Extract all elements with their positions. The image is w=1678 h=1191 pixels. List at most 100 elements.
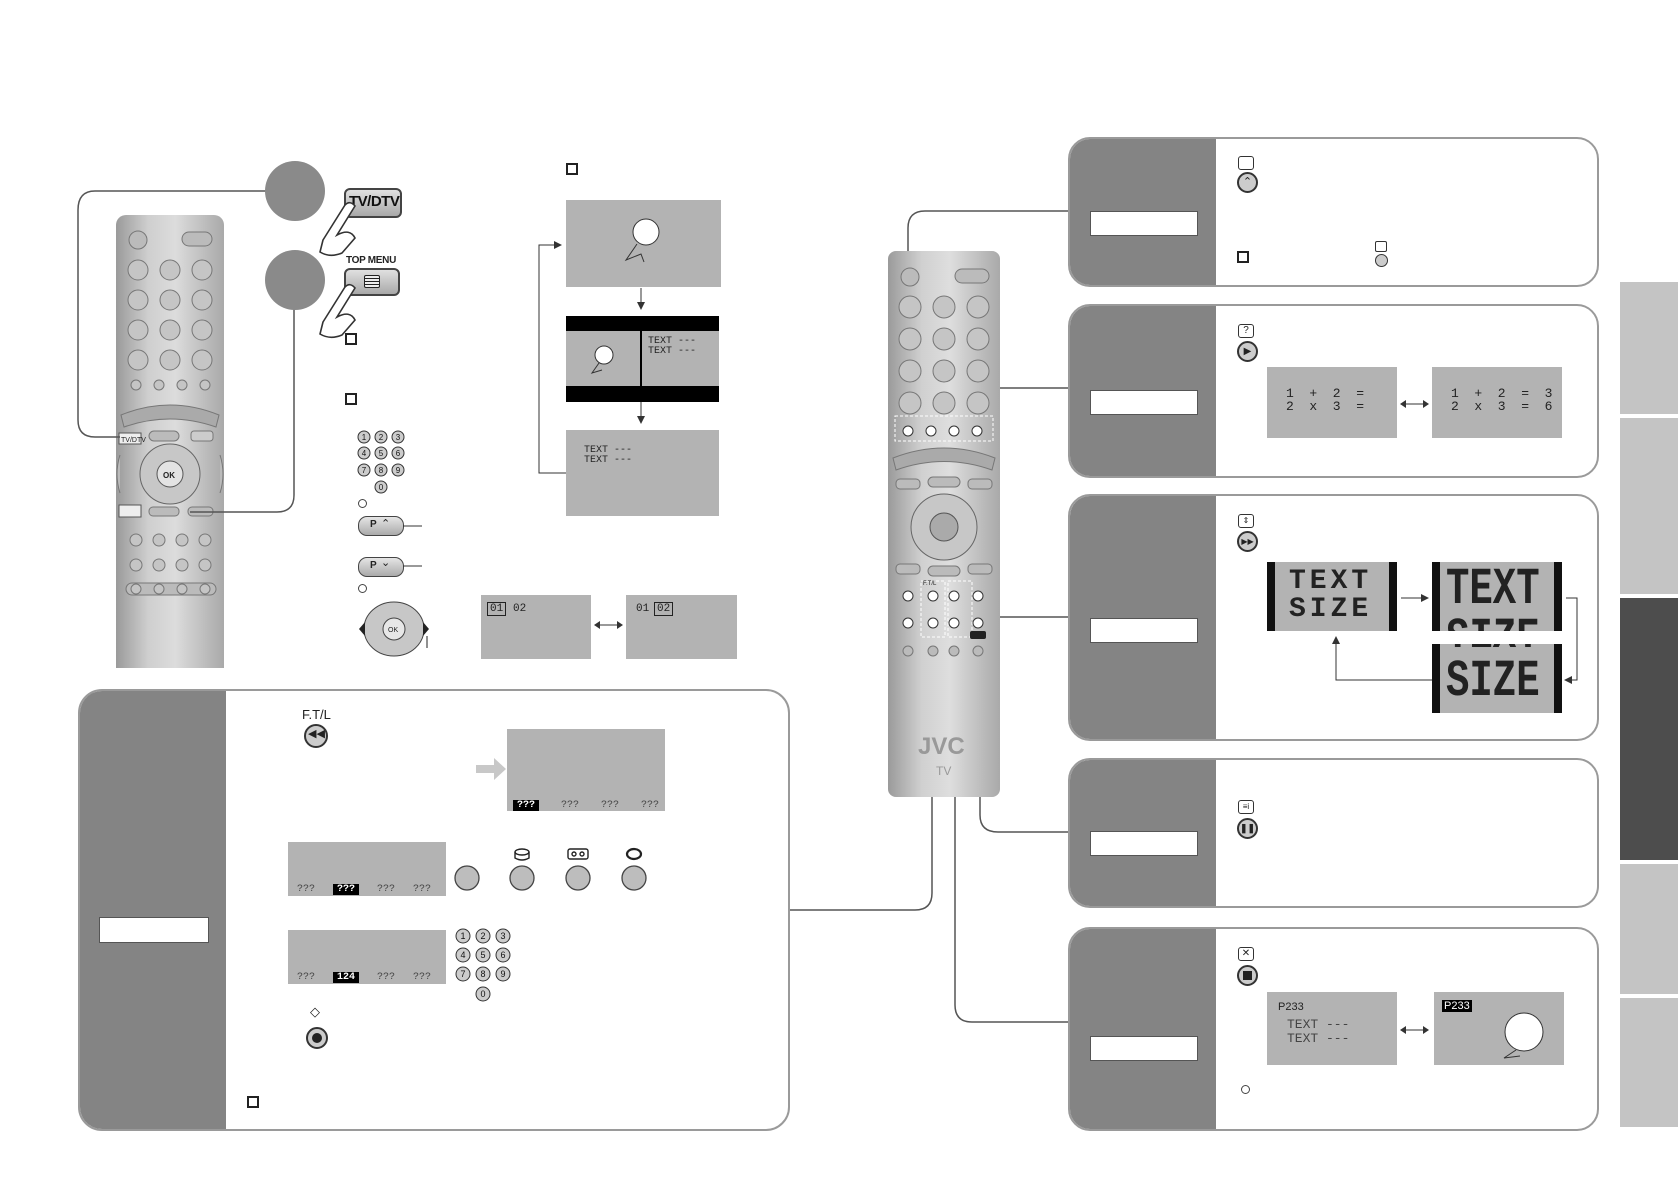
tab-label: ??? — [413, 884, 432, 895]
reveal-left-line2: 2 x 3 = — [1286, 399, 1365, 414]
tab-label: ??? — [297, 972, 316, 983]
size-top-half: TEXT — [1446, 562, 1540, 619]
stop-button-icon[interactable] — [1237, 965, 1258, 986]
subpage-icon: ≡i — [1238, 800, 1254, 814]
svg-text:9: 9 — [500, 969, 505, 979]
left-remote: TV/DTV OK — [116, 215, 224, 668]
cancel-text-line2: TEXT --- — [1287, 1031, 1350, 1046]
svg-text:5: 5 — [480, 950, 485, 960]
bullet-square — [345, 393, 357, 405]
svg-text:5: 5 — [379, 449, 384, 458]
svg-text:8: 8 — [480, 969, 485, 979]
top-menu-button[interactable] — [344, 268, 400, 296]
size-bottom-half: SIZE — [1446, 652, 1540, 711]
fast-forward-button-icon[interactable]: ▶▶ — [1237, 531, 1258, 552]
svg-text:4: 4 — [362, 449, 367, 458]
hold-panel — [1068, 137, 1599, 287]
page-num-selected: 01 — [487, 602, 507, 616]
split-text-line2: TEXT --- — [648, 346, 697, 357]
index-panel — [1068, 758, 1599, 908]
tab-label: 124 — [333, 972, 360, 983]
size-normal-line1: TEXT — [1289, 566, 1373, 597]
side-tab — [1620, 418, 1678, 594]
top-menu-label: TOP MENU — [346, 255, 397, 266]
p-up-button[interactable]: P ⌃ — [358, 516, 404, 536]
svg-text:9: 9 — [396, 466, 401, 475]
p-up-label: P — [370, 519, 377, 530]
picture-screen — [566, 200, 721, 287]
svg-text:7: 7 — [460, 969, 465, 979]
index-icon: ◇ — [310, 1004, 320, 1019]
tvdtv-button[interactable]: TV/DTV — [344, 188, 402, 218]
hold-small-icon — [1375, 241, 1388, 267]
hold-icon — [1238, 156, 1254, 170]
ftl-label: F.T/L — [302, 707, 331, 722]
ftl-panel-header — [80, 691, 226, 1129]
step-circle-2 — [265, 250, 325, 310]
svg-text:0: 0 — [379, 483, 384, 492]
page-up-button-icon[interactable]: ⌃ — [1237, 172, 1258, 193]
ftl-small-label: F.T/L — [923, 581, 937, 587]
split-text-line1: TEXT --- — [648, 336, 697, 347]
ftl-title-box — [99, 917, 209, 943]
page-box-a: 01 02 — [481, 595, 591, 659]
bullet-square — [345, 333, 357, 345]
side-tab — [1620, 998, 1678, 1127]
reveal-right-line2: 2 x 3 = 6 — [1451, 399, 1553, 414]
svg-text:3: 3 — [396, 433, 401, 442]
size-normal-line2: SIZE — [1289, 594, 1373, 625]
size-title-box — [1090, 618, 1198, 643]
p-down-button[interactable]: P ⌄ — [358, 557, 404, 577]
hold-title-box — [1090, 211, 1198, 236]
page-num-selected: 02 — [654, 602, 674, 616]
question-icon: ? — [1238, 324, 1254, 338]
tv-logo: TV — [936, 764, 951, 778]
bullet-square — [566, 163, 578, 175]
svg-text:0: 0 — [480, 989, 485, 999]
ok-label: OK — [388, 627, 398, 634]
play-button-icon[interactable]: ▶ — [1237, 341, 1258, 362]
size-icon: ⇕ — [1238, 514, 1254, 528]
reveal-left-line1: 1 + 2 = — [1286, 386, 1365, 401]
reveal-screen-hidden: 1 + 2 = 2 x 3 = — [1267, 367, 1397, 438]
note-circle — [358, 584, 367, 593]
ftl-screen-3: ??? 124 ??? ??? — [288, 930, 446, 984]
cancel-page-num-highlight: P233 — [1442, 1000, 1472, 1012]
size-screen-bottom: TEXT SIZE — [1432, 644, 1562, 713]
cancel-page-num: P233 — [1278, 1001, 1304, 1013]
tab-label: ??? — [413, 972, 432, 983]
direction-pad[interactable]: OK — [359, 600, 429, 658]
full-text-line2: TEXT --- — [584, 455, 633, 466]
svg-text:3: 3 — [500, 931, 505, 941]
chevron-up-icon: ⌃ — [381, 518, 391, 530]
svg-text:7: 7 — [362, 466, 367, 475]
cancel-title-box — [1090, 1036, 1198, 1061]
rewind-button-icon[interactable]: ◀◀ — [304, 724, 328, 748]
full-text-line1: TEXT --- — [584, 445, 633, 456]
step-circle-1 — [265, 161, 325, 221]
svg-text:6: 6 — [396, 449, 401, 458]
svg-text:2: 2 — [379, 433, 384, 442]
pause-button-icon[interactable]: ❚❚ — [1237, 818, 1258, 839]
tab-label: ??? — [377, 884, 396, 895]
svg-text:1: 1 — [362, 433, 367, 442]
size-screen-top: TEXT SIZE — [1432, 562, 1562, 631]
cancel-screen-text: P233 TEXT --- TEXT --- — [1267, 992, 1397, 1065]
ftl-panel — [78, 689, 790, 1131]
tab-label: ??? — [561, 800, 580, 811]
tab-label: ??? — [333, 884, 360, 895]
page-num: 02 — [513, 603, 527, 615]
size-top-cut: SIZE — [1446, 614, 1540, 632]
size-bottom-cut: TEXT — [1446, 644, 1540, 660]
cancel-text-line1: TEXT --- — [1287, 1017, 1350, 1032]
note-circle — [358, 499, 367, 508]
note-circle — [1241, 1085, 1250, 1094]
tab-label: ??? — [377, 972, 396, 983]
svg-text:6: 6 — [500, 950, 505, 960]
index-title-box — [1090, 831, 1198, 856]
tab-label: ??? — [641, 800, 660, 811]
record-button-icon[interactable] — [306, 1027, 328, 1049]
p-down-label: P — [370, 560, 377, 571]
